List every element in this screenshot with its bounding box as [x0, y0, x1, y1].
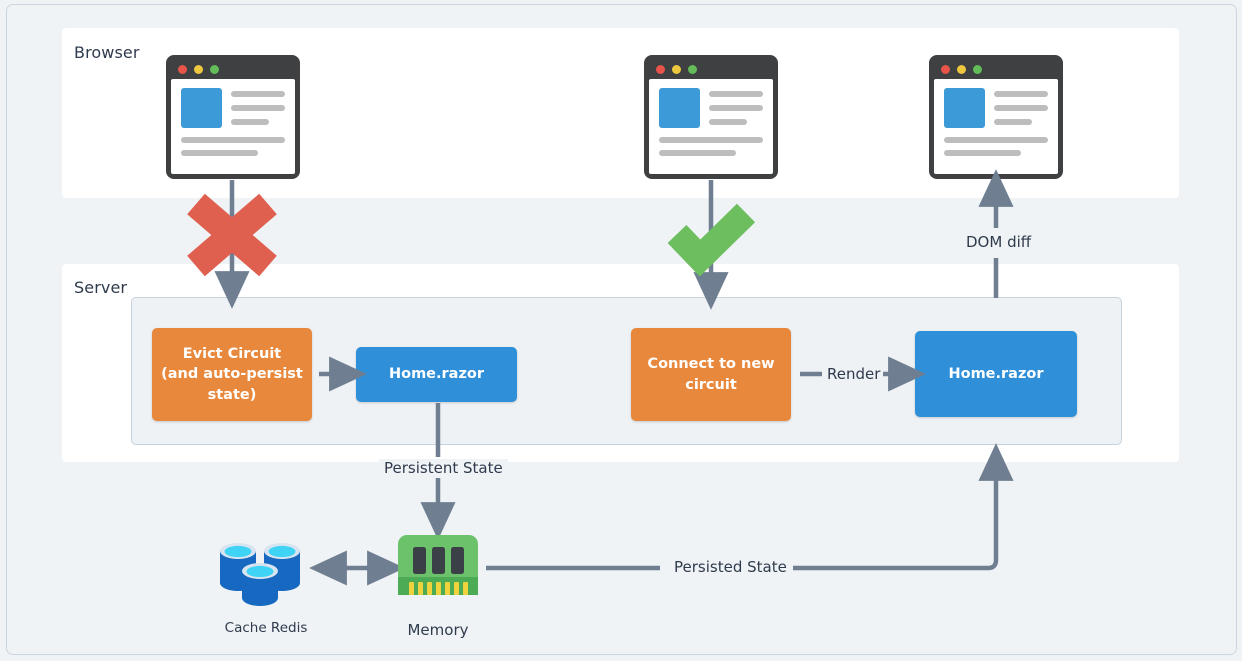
- maximize-dot-icon: [688, 65, 697, 74]
- process-box-label: Connect to new circuit: [647, 355, 775, 393]
- browser-titlebar: [934, 60, 1058, 79]
- memory-icon: [398, 535, 478, 595]
- placeholder-text-line: [994, 119, 1032, 125]
- minimize-dot-icon: [957, 65, 966, 74]
- memory-caption: Memory: [407, 621, 469, 639]
- server-zone-label: Server: [74, 278, 128, 297]
- process-box-label: Home.razor: [388, 366, 485, 383]
- edge-label-render: Render: [824, 365, 884, 383]
- maximize-dot-icon: [210, 65, 219, 74]
- cache-redis-caption: Cache Redis: [224, 620, 308, 636]
- placeholder-text-line: [659, 150, 736, 156]
- placeholder-image-icon: [181, 88, 222, 128]
- placeholder-text-line: [659, 137, 763, 143]
- close-dot-icon: [178, 65, 187, 74]
- close-dot-icon: [656, 65, 665, 74]
- edge-label-persistent-state: Persistent State: [379, 459, 508, 477]
- browser-window-rendered: [929, 55, 1063, 179]
- process-box-home-razor-right: Home.razor: [915, 331, 1077, 417]
- browser-window-reconnecting: [644, 55, 778, 179]
- browser-content: [649, 79, 773, 174]
- placeholder-image-icon: [659, 88, 700, 128]
- browser-titlebar: [649, 60, 773, 79]
- browser-content: [171, 79, 295, 174]
- placeholder-image-icon: [944, 88, 985, 128]
- placeholder-text-line: [231, 119, 269, 125]
- placeholder-text-line: [944, 150, 1021, 156]
- placeholder-text-line: [181, 137, 285, 143]
- minimize-dot-icon: [194, 65, 203, 74]
- placeholder-text-line: [994, 91, 1048, 97]
- close-dot-icon: [941, 65, 950, 74]
- browser-titlebar: [171, 60, 295, 79]
- placeholder-text-line: [231, 91, 285, 97]
- edge-label-persisted-state: Persisted State: [668, 558, 793, 576]
- process-box-label: Evict Circuit (and auto-persist state): [161, 345, 303, 403]
- placeholder-text-line: [994, 105, 1048, 111]
- placeholder-text-line: [944, 137, 1048, 143]
- placeholder-text-line: [709, 119, 747, 125]
- cache-redis-icon: [220, 543, 300, 606]
- placeholder-text-line: [181, 150, 258, 156]
- edge-label-dom-diff: DOM diff: [962, 233, 1036, 251]
- maximize-dot-icon: [973, 65, 982, 74]
- placeholder-text-line: [231, 105, 285, 111]
- placeholder-text-line: [709, 91, 763, 97]
- placeholder-text-line: [709, 105, 763, 111]
- browser-zone-label: Browser: [74, 43, 140, 62]
- process-box-home-razor-left: Home.razor: [356, 347, 517, 402]
- minimize-dot-icon: [672, 65, 681, 74]
- process-box-connect-new-circuit: Connect to new circuit: [631, 328, 791, 421]
- process-box-label: Home.razor: [948, 365, 1044, 382]
- browser-window-disconnected: [166, 55, 300, 179]
- browser-content: [934, 79, 1058, 174]
- process-box-evict-circuit: Evict Circuit (and auto-persist state): [152, 328, 312, 421]
